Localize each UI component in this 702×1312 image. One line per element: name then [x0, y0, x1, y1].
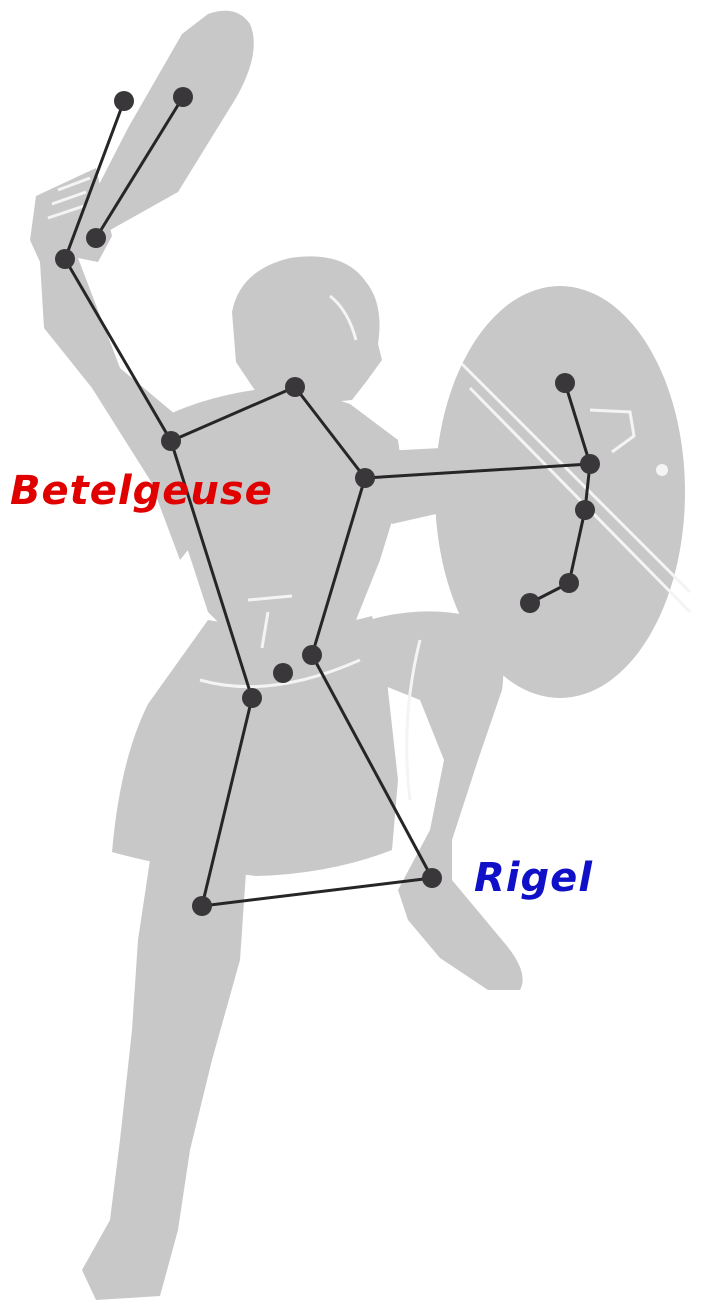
head [232, 256, 382, 404]
star-club-top-left [114, 91, 134, 111]
standing-leg [82, 860, 246, 1300]
raised-leg [318, 611, 523, 990]
star-shield-hand [580, 454, 600, 474]
betelgeuse-label: Betelgeuse [10, 468, 273, 514]
club-line-right [94, 95, 185, 240]
star-belt-right [302, 645, 322, 665]
star-shield-low [559, 573, 579, 593]
star-shield-top [555, 373, 575, 393]
constellation-stars [55, 87, 600, 916]
rigel-label: Rigel [474, 855, 593, 901]
star-club-grip [86, 228, 106, 248]
star-betelgeuse [161, 431, 181, 451]
shield-boss [656, 464, 668, 476]
star-right-shoulder [355, 468, 375, 488]
forward-arm [364, 440, 620, 524]
star-bellatrix-head [285, 377, 305, 397]
star-shield-bottom [520, 593, 540, 613]
club [88, 10, 254, 238]
legs-base-line [200, 876, 434, 908]
figure-detail-lines [47, 176, 692, 801]
star-raised-hand [55, 249, 75, 269]
club-line-left [63, 99, 126, 261]
arm-line [63, 257, 173, 443]
star-saiph [192, 896, 212, 916]
shield-arm-line [363, 462, 592, 480]
hunter-silhouette [30, 10, 692, 1300]
star-belt-mid [273, 663, 293, 683]
star-shield-mid [575, 500, 595, 520]
star-rigel [422, 868, 442, 888]
star-belt-left [242, 688, 262, 708]
star-club-top-right [173, 87, 193, 107]
